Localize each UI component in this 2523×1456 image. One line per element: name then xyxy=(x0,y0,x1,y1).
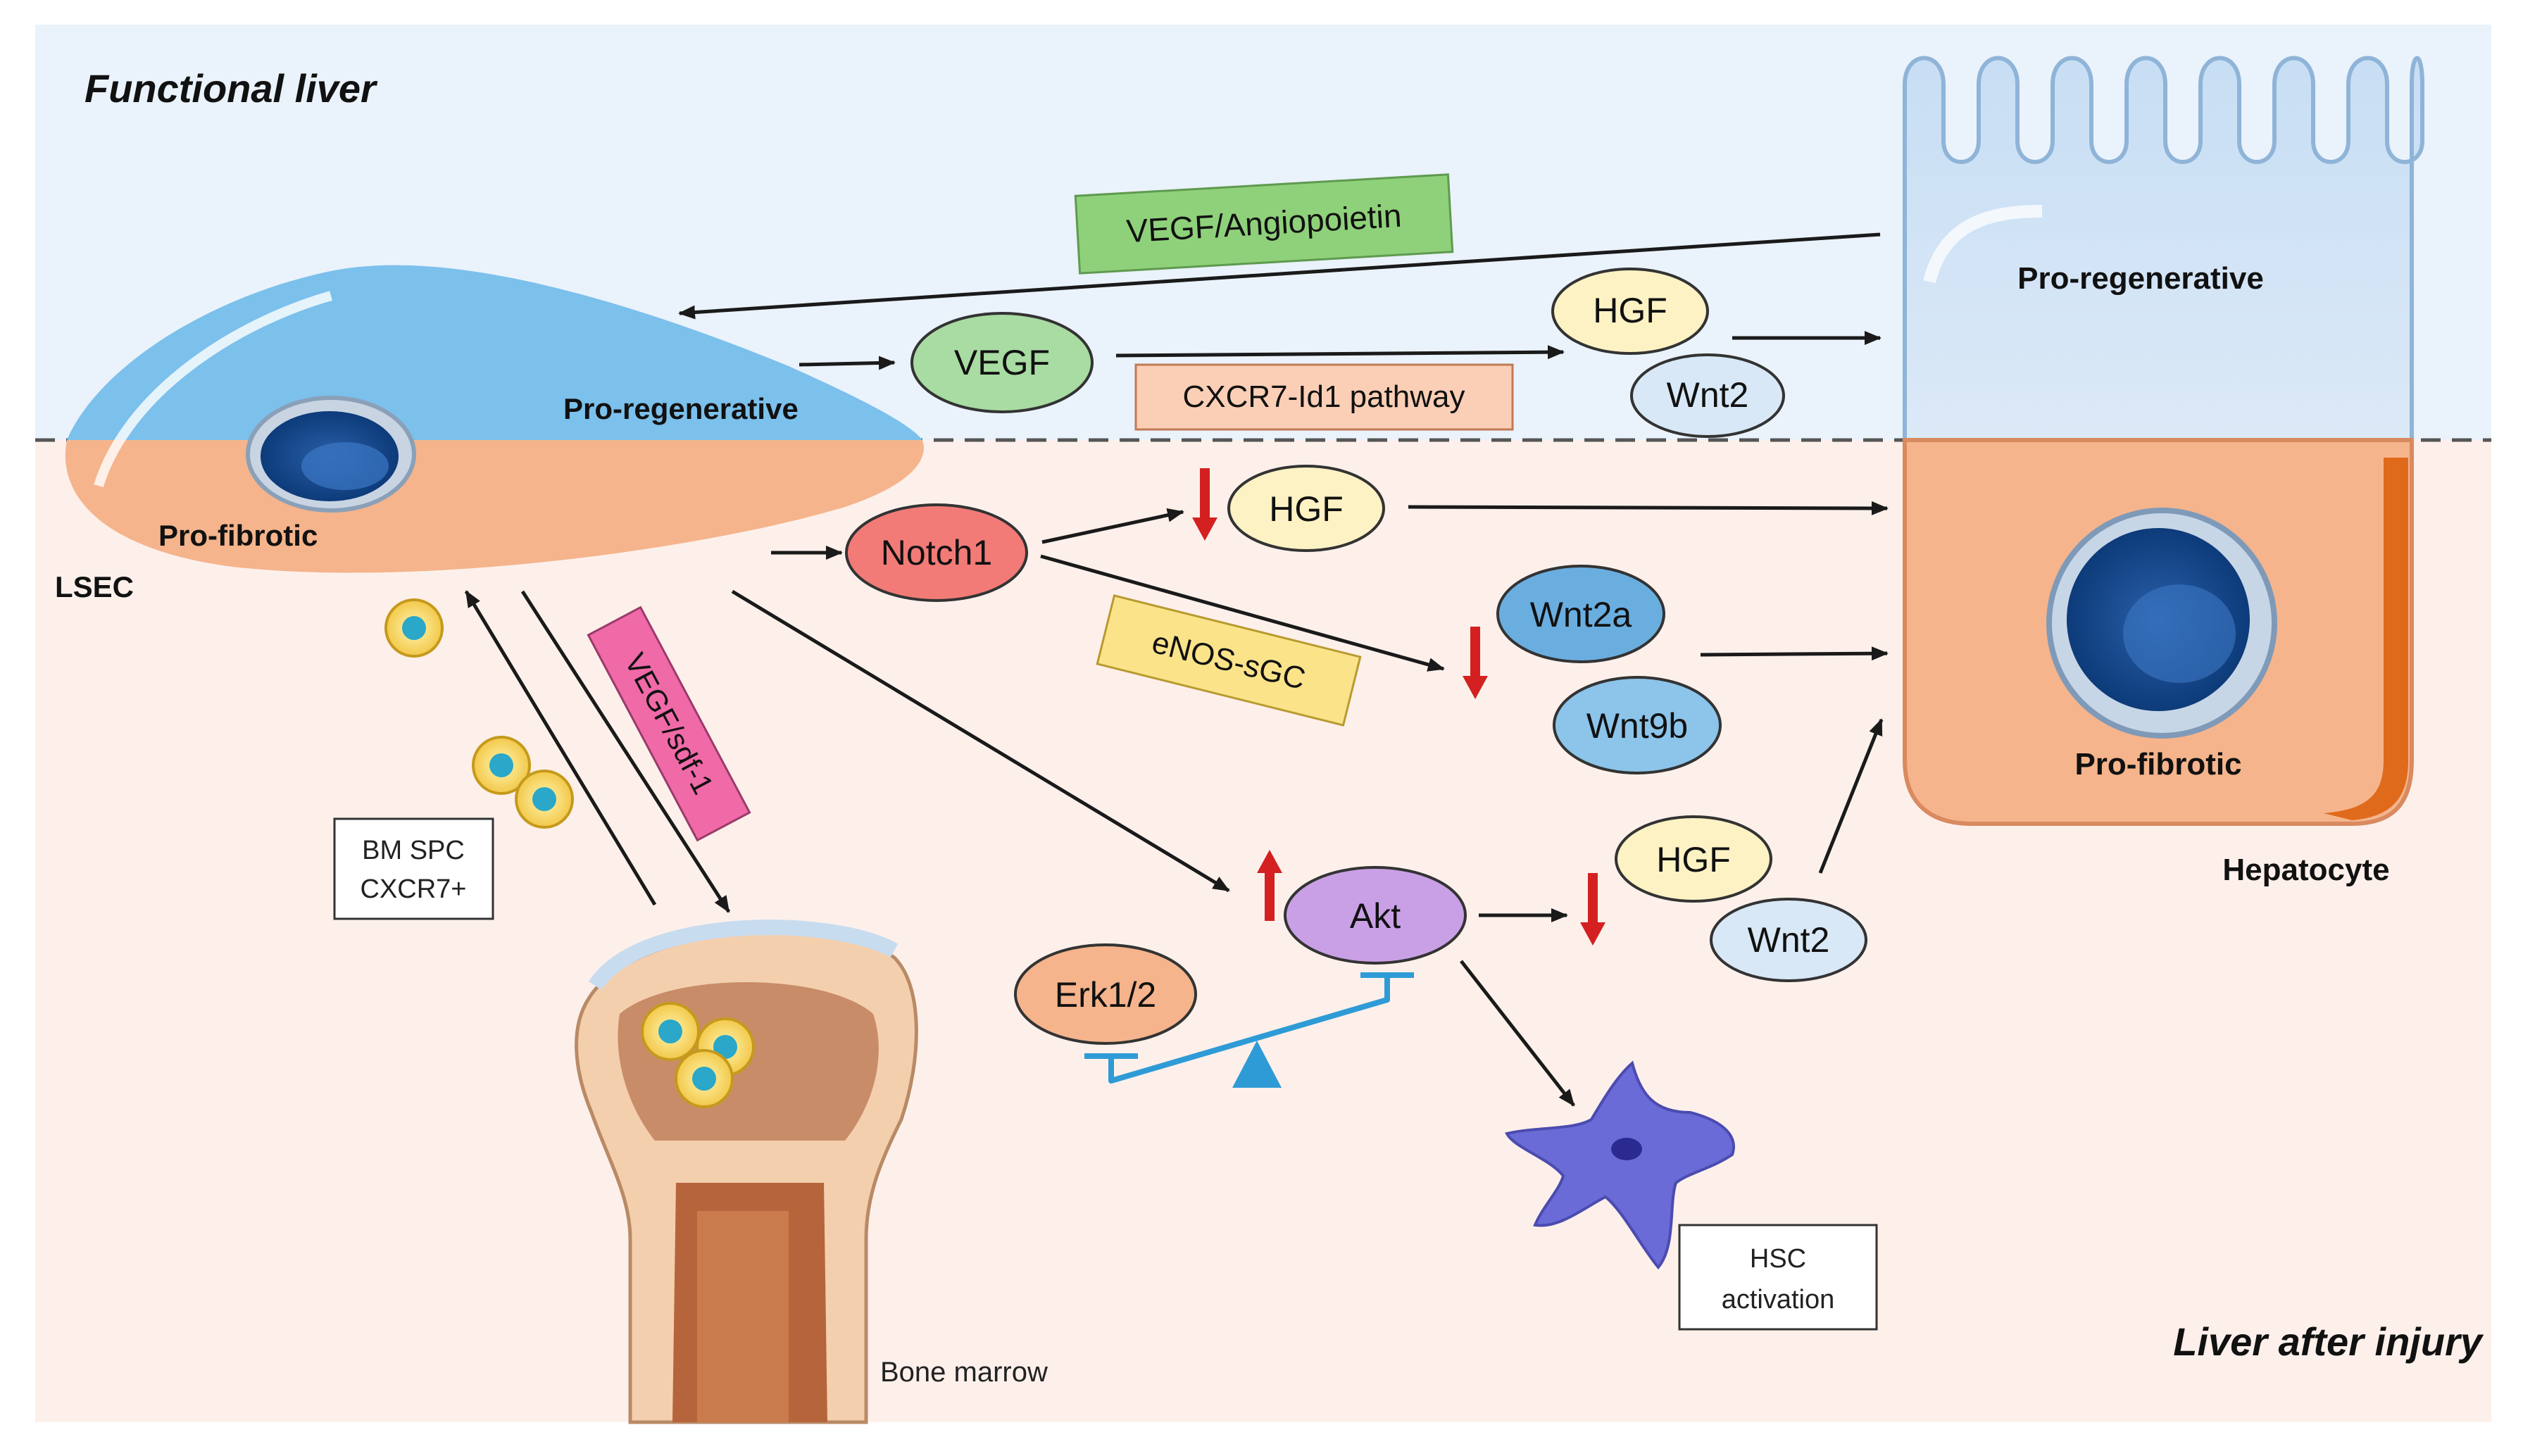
vegf-node xyxy=(910,312,1094,413)
up-arrow-akt xyxy=(1257,850,1282,921)
vegf-angiopoietin-box: VEGF/Angiopoietin xyxy=(1074,173,1454,275)
down-arrow-wnt xyxy=(1463,627,1488,699)
arrow-bone-to-lsec xyxy=(464,590,657,906)
hgf-mid-node xyxy=(1227,465,1385,552)
lsec-label: LSEC xyxy=(55,570,134,603)
bone-marrow-label: Bone marrow xyxy=(880,1357,1048,1388)
arrow-hgf-mid-to-hepatocyte xyxy=(1408,501,1889,515)
arrow-wnt-to-hepatocyte xyxy=(1700,646,1889,661)
bm-spc-line1: BM SPC xyxy=(362,836,465,865)
erk-label: Erk1/2 xyxy=(1055,975,1157,1015)
hsc-line1: HSC xyxy=(1750,1244,1806,1274)
cxcr7-label: CXCR7-Id1 pathway xyxy=(1182,379,1465,414)
cxcr7-box xyxy=(1134,363,1514,431)
notch1-label: Notch1 xyxy=(881,533,992,572)
arrow-lsec-to-akt xyxy=(731,589,1230,893)
wnt2-top-label: Wnt2 xyxy=(1667,375,1749,415)
erk-node xyxy=(1014,943,1197,1045)
hepatocyte-cell xyxy=(1903,56,2424,826)
wnt2-low-label: Wnt2 xyxy=(1748,920,1830,960)
bm-spc-line2: CXCR7+ xyxy=(361,874,467,904)
arrow-akt-to-hsc xyxy=(1460,960,1575,1107)
hgf-top-node xyxy=(1551,268,1709,355)
wnt2-top-node xyxy=(1630,353,1785,438)
erk-akt-seesaw xyxy=(1084,972,1414,1088)
region-title-functional: Functional liver xyxy=(84,66,378,111)
notch1-node xyxy=(845,503,1028,602)
akt-label: Akt xyxy=(1350,896,1401,936)
arrow-wnt2-low-to-hepatocyte xyxy=(1818,718,1884,874)
bm-spc-cells xyxy=(384,598,755,1108)
enos-sgc-box: eNOS-sGC xyxy=(1096,594,1362,727)
arrow-lsec-to-vegf xyxy=(799,356,896,370)
hepatocyte-pro-regenerative-label: Pro-regenerative xyxy=(2017,261,2264,296)
lsec-pro-fibrotic-label: Pro-fibrotic xyxy=(158,519,318,552)
hsc-line2: activation xyxy=(1722,1285,1835,1314)
hsc-cell-image xyxy=(1505,1060,1735,1270)
down-arrow-hgf-low xyxy=(1580,873,1605,946)
down-arrow-hgf-mid xyxy=(1192,468,1217,541)
arrow-notch1-to-hgf xyxy=(1041,508,1184,544)
akt-node xyxy=(1284,866,1467,965)
hepatocyte-label: Hepatocyte xyxy=(2222,853,2389,887)
region-title-injured: Liver after injury xyxy=(2173,1319,2484,1364)
wnt2a-node xyxy=(1496,565,1665,663)
hepatocyte-pro-fibrotic-label: Pro-fibrotic xyxy=(2074,747,2241,782)
lsec-pro-regenerative-label: Pro-regenerative xyxy=(563,392,799,425)
hgf-low-label: HGF xyxy=(1656,840,1731,879)
arrow-hepatocyte-to-lsec xyxy=(678,232,1881,320)
hgf-low-node xyxy=(1615,815,1772,903)
lsec-cell xyxy=(65,265,924,573)
hgf-mid-label: HGF xyxy=(1269,489,1344,529)
arrow-notch1-to-wnt xyxy=(1040,554,1445,672)
wnt9b-node xyxy=(1553,676,1722,774)
bm-spc-box xyxy=(333,817,494,920)
wnt2-low-node xyxy=(1710,898,1867,982)
wnt9b-label: Wnt9b xyxy=(1586,706,1689,746)
wnt2a-label: Wnt2a xyxy=(1530,595,1632,634)
vegf-label: VEGF xyxy=(954,343,1050,382)
arrow-lsec-to-bone xyxy=(520,590,731,913)
hgf-top-label: HGF xyxy=(1593,291,1667,330)
hsc-activation-box xyxy=(1678,1224,1878,1331)
arrow-vegf-to-hgf xyxy=(1115,345,1565,360)
